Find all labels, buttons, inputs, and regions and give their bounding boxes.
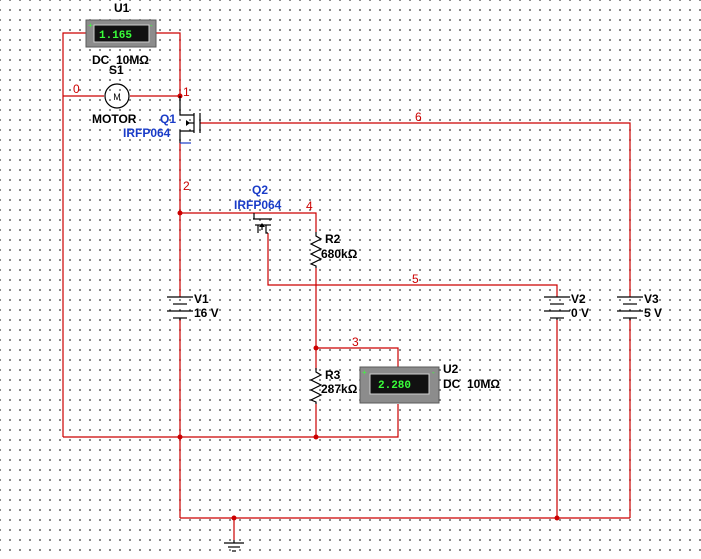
resistor-r3[interactable] — [309, 368, 323, 404]
mosfet-q2[interactable] — [253, 213, 272, 234]
wires — [62, 32, 631, 540]
r2-value-label: 680kΩ — [321, 247, 358, 261]
mosfet-q1[interactable] — [179, 96, 201, 144]
motor-symbol: M — [113, 92, 121, 102]
u1-ref-label: U1 — [114, 1, 130, 15]
resistor-r2[interactable] — [309, 232, 323, 268]
battery-v3-icon[interactable] — [617, 296, 643, 320]
r3-value-label: 287kΩ — [321, 382, 358, 396]
battery-v1-icon[interactable] — [167, 296, 193, 320]
wire-node0-bottom — [63, 404, 399, 438]
q1-model-label: IRFP064 — [123, 126, 171, 140]
r3-ref-label: R3 — [325, 368, 341, 382]
motor-s1[interactable]: M — [104, 83, 130, 109]
q2-ref-label: Q2 — [252, 183, 268, 197]
r2-ref-label: R2 — [325, 232, 341, 246]
junctions — [177, 93, 560, 521]
multimeter-u2[interactable]: 2.280 + - — [359, 366, 440, 404]
s1-motor-label: MOTOR — [92, 112, 137, 126]
meter-display — [369, 373, 430, 395]
junction — [177, 434, 183, 440]
meter-plus-terminal: + — [362, 368, 367, 377]
net-label-0: 0 — [73, 82, 80, 96]
meter-display — [93, 24, 150, 43]
net-label-1: 1 — [183, 85, 190, 99]
junction — [313, 434, 319, 440]
battery-v2-icon[interactable] — [544, 296, 570, 320]
multimeter-u1[interactable]: 1.165 + - — [85, 19, 157, 48]
wire-node4 — [180, 212, 317, 232]
meter-minus-terminal: - — [432, 368, 435, 377]
net-label-4: 4 — [306, 199, 313, 213]
net-label-5: 5 — [412, 272, 419, 286]
u1-mode-label: DC 10MΩ — [92, 53, 149, 67]
ground-icon — [224, 540, 244, 552]
wire-node5 — [267, 233, 558, 297]
s1-ref-label: S1 — [109, 63, 124, 77]
wire-node6 — [200, 122, 631, 297]
wire-u1-left — [62, 32, 86, 437]
wire-node3-to-u2 — [316, 347, 399, 367]
junction — [177, 210, 183, 216]
v1-ref-label: V1 — [194, 292, 209, 306]
junction — [231, 515, 237, 521]
v3-value-label: 5 V — [644, 306, 662, 320]
net-label-2: 2 — [183, 179, 190, 193]
motor-icon — [104, 83, 130, 109]
wire-u1-right — [156, 32, 181, 96]
arrow-icon — [259, 223, 265, 227]
meter-minus-terminal: - — [150, 21, 153, 30]
junction — [554, 515, 560, 521]
u2-ref-label: U2 — [443, 362, 459, 376]
q1-ref-label: Q1 — [160, 112, 176, 126]
u2-mode-label: DC 10MΩ — [443, 377, 500, 391]
meter-plus-terminal: + — [88, 21, 93, 30]
meter-reading: 2.280 — [378, 380, 411, 392]
net-label-6: 6 — [415, 110, 422, 124]
v2-ref-label: V2 — [571, 292, 586, 306]
junction — [313, 345, 319, 351]
meter-reading: 1.165 — [99, 30, 132, 42]
arrow-icon — [186, 120, 190, 126]
q2-model-label: IRFP064 — [234, 198, 282, 212]
net-label-3: 3 — [352, 335, 359, 349]
v3-ref-label: V3 — [644, 292, 659, 306]
v2-value-label: 0 V — [571, 306, 589, 320]
v1-value-label: 16 V — [194, 306, 219, 320]
